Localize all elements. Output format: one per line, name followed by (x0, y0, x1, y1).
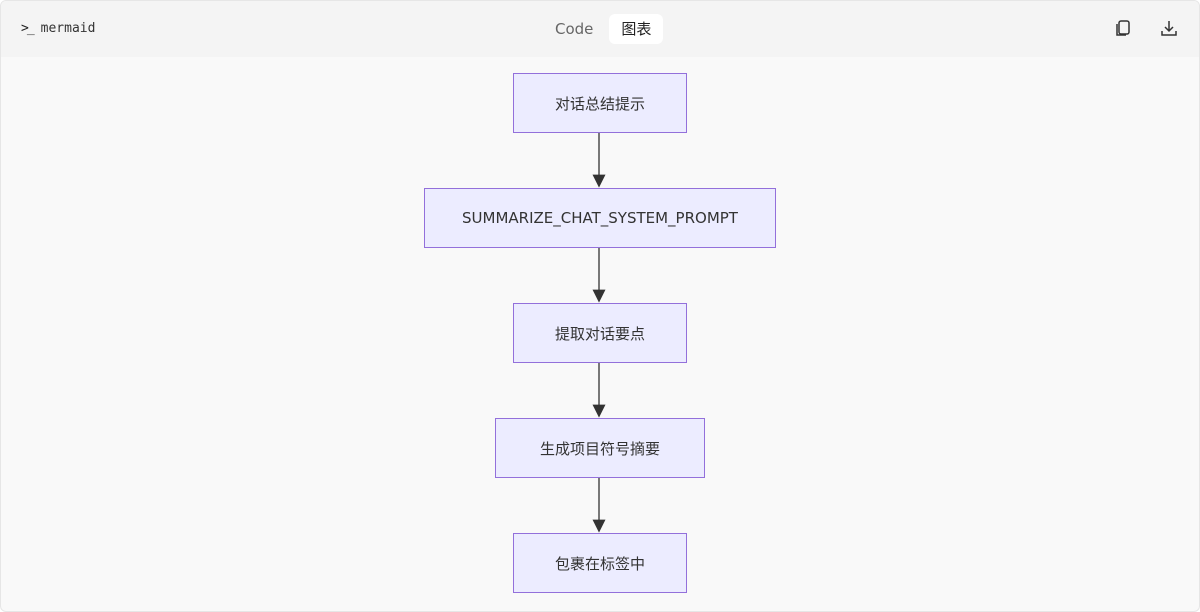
tab-diagram[interactable]: 图表 (609, 14, 664, 44)
node-system-prompt[interactable]: SUMMARIZE_CHAT_SYSTEM_PROMPT (424, 188, 776, 248)
node-generate-bullet-summary[interactable]: 生成项目符号摘要 (495, 418, 705, 478)
download-icon[interactable] (1159, 18, 1179, 38)
node-dialog-summary-prompt[interactable]: 对话总结提示 (513, 73, 687, 133)
tab-code[interactable]: Code (555, 20, 594, 38)
copy-icon[interactable] (1113, 18, 1133, 38)
header-actions (1113, 18, 1179, 38)
language-name: mermaid (40, 21, 96, 36)
diagram-edges (592, 133, 606, 533)
view-tabs: Code 图表 (543, 14, 664, 44)
diagram-canvas: 对话总结提示 SUMMARIZE_CHAT_SYSTEM_PROMPT 提取对话… (1, 57, 1199, 611)
language-label: >_ mermaid (21, 21, 95, 36)
node-wrap-in-tags[interactable]: 包裹在标签中 (513, 533, 687, 593)
node-extract-key-points[interactable]: 提取对话要点 (513, 303, 687, 363)
terminal-prompt-icon: >_ (21, 21, 35, 36)
code-block-header: >_ mermaid Code 图表 (1, 1, 1199, 57)
